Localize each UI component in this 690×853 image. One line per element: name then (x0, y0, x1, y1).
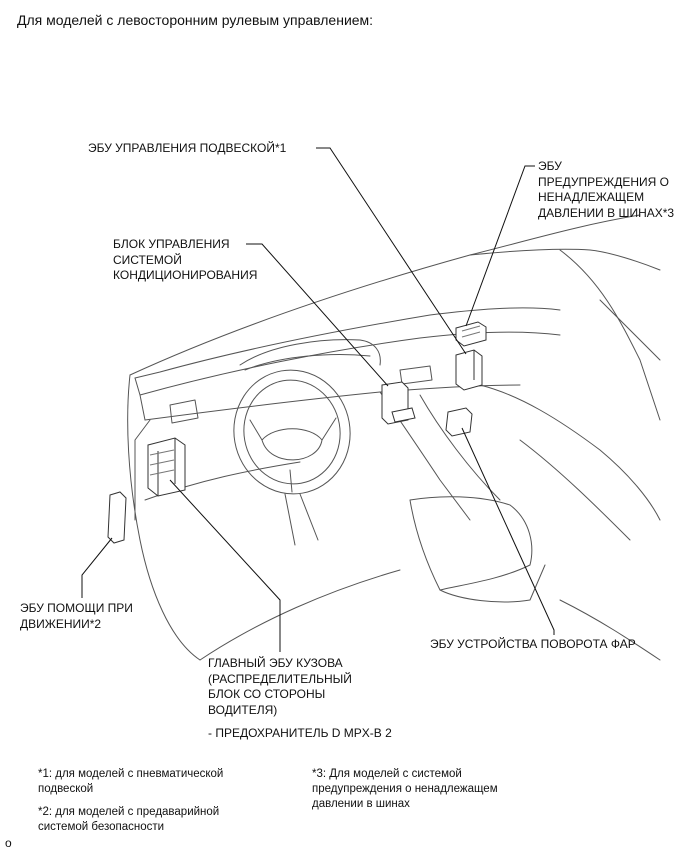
footnote-1: *1: для моделей с пневматической подвеск… (38, 768, 224, 795)
headlamp-swivel-ecu-shape (445, 407, 473, 437)
label-headlamp-swivel-ecu: ЭБУ УСТРОЙСТВА ПОВОРОТА ФАР (430, 637, 636, 651)
label-tpms-ecu: ЭБУ ПРЕДУПРЕЖДЕНИЯ О НЕНАДЛЕЖАЩЕМ ДАВЛЕН… (538, 159, 675, 220)
windshield-outline (129, 214, 641, 376)
page-heading: Для моделей с левосторонним рулевым упра… (17, 12, 374, 28)
leader-headlamp (461, 427, 555, 635)
label-suspension-ecu: ЭБУ УПРАВЛЕНИЯ ПОДВЕСКОЙ*1 (88, 141, 287, 155)
tpms-ecu-shape (455, 321, 487, 347)
leader-tpms (465, 165, 535, 327)
label-driving-support-ecu: ЭБУ ПОМОЩИ ПРИ ДВИЖЕНИИ*2 (20, 601, 133, 631)
instrument-hood (239, 339, 381, 366)
leader-main-body (169, 479, 281, 652)
a-pillar-right (559, 249, 661, 421)
footnote-3: *3: Для моделей с системой предупреждени… (312, 768, 498, 810)
suspension-ecu-shape (455, 349, 483, 391)
driving-support-ecu-shape (107, 491, 127, 544)
footnote-2: *2: для моделей с предаварийной системой… (38, 806, 220, 833)
console-box (409, 496, 533, 591)
main-body-ecu-shape (147, 437, 186, 497)
ac-unit-shape (381, 381, 416, 425)
leader-suspension (316, 147, 467, 355)
leader-ac (246, 243, 389, 387)
label-fuse: - ПРЕДОХРАНИТЕЛЬ D MPX-B 2 (208, 726, 392, 740)
door-left (127, 374, 201, 661)
leader-driving-support (81, 537, 113, 598)
corner-mark: o (5, 836, 12, 850)
label-main-body-ecu: ГЛАВНЫЙ ЭБУ КУЗОВА (РАСПРЕДЕЛИТЕЛЬНЫЙ БЛ… (208, 656, 352, 717)
dashboard-top (134, 307, 561, 379)
steering-wheel (233, 369, 351, 495)
label-ac-unit: БЛОК УПРАВЛЕНИЯ СИСТЕМОЙ КОНДИЦИОНИРОВАН… (113, 237, 258, 282)
